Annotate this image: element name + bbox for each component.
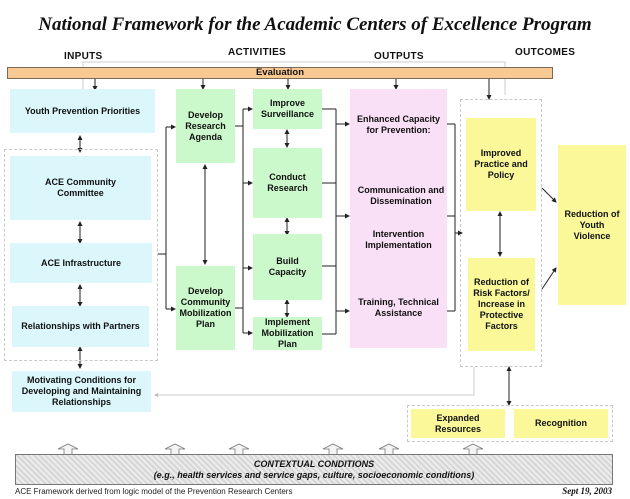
activity-label: Build Capacity [268, 256, 307, 277]
outcome-recognition: Recognition [514, 409, 608, 438]
column-header-outcomes: OUTCOMES [515, 47, 576, 58]
contextual-conditions-bar: CONTEXTUAL CONDITIONS (e.g., health serv… [15, 454, 613, 485]
input-youth-prevention-priorities: Youth Prevention Priorities [10, 89, 155, 133]
activity-conduct-research: Conduct Research [253, 148, 322, 218]
outcome-reduction-risk-factors: Reduction of Risk Factors/ Increase in P… [468, 258, 535, 351]
outcome-reduction-youth-violence: Reduction of Youth Violence [558, 145, 626, 305]
outcome-label: Recognition [535, 418, 587, 428]
outcome-label: Reduction of Youth Violence [564, 208, 620, 241]
outcome-expanded-resources: Expanded Resources [411, 409, 505, 438]
activity-build-capacity: Build Capacity [253, 234, 322, 300]
activity-label: Develop Community Mobilization Plan [179, 286, 232, 329]
input-label: Motivating Conditions for Developing and… [21, 375, 142, 407]
diagram-title: National Framework for the Academic Cent… [38, 14, 592, 35]
resources-dashed-group [407, 405, 613, 442]
activity-develop-community-mobilization-plan: Develop Community Mobilization Plan [176, 266, 235, 350]
output-intervention-implementation: Intervention Implementation [365, 229, 432, 250]
up-arrow-icon [57, 443, 79, 455]
input-label: ACE Infrastructure [40, 257, 121, 268]
footer-date: Sept 19, 2003 [562, 486, 612, 496]
input-motivating-conditions: Motivating Conditions for Developing and… [12, 371, 151, 412]
activity-implement-mobilization-plan: Implement Mobilization Plan [253, 317, 322, 350]
input-label: Youth Prevention Priorities [24, 105, 141, 116]
output-communication-dissemination: Communication and Dissemination [357, 185, 445, 206]
up-arrow-icon [164, 443, 186, 455]
column-header-activities: ACTIVITIES [228, 47, 287, 58]
column-header-inputs: INPUTS [64, 51, 103, 62]
input-label: Relationships with Partners [21, 321, 140, 331]
activity-label: Develop Research Agenda [185, 109, 226, 142]
evaluation-bar: Evaluation [7, 67, 553, 79]
input-ace-infrastructure: ACE Infrastructure [10, 243, 152, 283]
outputs-box [350, 89, 447, 348]
outcome-label: Improved Practice and Policy [474, 148, 528, 180]
output-training-technical-assistance: Training, Technical Assistance [358, 297, 439, 318]
input-relationships-with-partners: Relationships with Partners [12, 306, 149, 347]
outcome-label: Reduction of Risk Factors/ Increase in P… [473, 277, 530, 331]
outcome-label: Expanded Resources [434, 412, 482, 434]
column-header-outputs: OUTPUTS [374, 51, 424, 62]
activity-label: Improve Surveillance [260, 98, 315, 119]
footer-source: ACE Framework derived from logic model o… [15, 487, 293, 496]
inputs-dashed-group [4, 149, 158, 361]
up-arrow-icon [462, 443, 484, 455]
input-ace-community-committee: ACE Community Committee [10, 156, 151, 220]
activity-label: Conduct Research [267, 172, 308, 193]
up-arrow-icon [378, 443, 400, 455]
contextual-detail: (e.g., health services and service gaps,… [153, 470, 475, 480]
input-label: ACE Community Committee [45, 177, 117, 198]
activity-develop-research-agenda: Develop Research Agenda [176, 89, 235, 163]
outcomes-dashed-group [460, 99, 542, 367]
up-arrow-icon [322, 443, 344, 455]
activity-label: Implement Mobilization Plan [261, 317, 314, 349]
output-enhanced-capacity: Enhanced Capacity for Prevention: [356, 114, 441, 135]
contextual-heading: CONTEXTUAL CONDITIONS [253, 459, 375, 469]
outcome-improved-practice-policy: Improved Practice and Policy [466, 118, 536, 211]
up-arrow-icon [228, 443, 250, 455]
activity-improve-surveillance: Improve Surveillance [253, 89, 322, 129]
